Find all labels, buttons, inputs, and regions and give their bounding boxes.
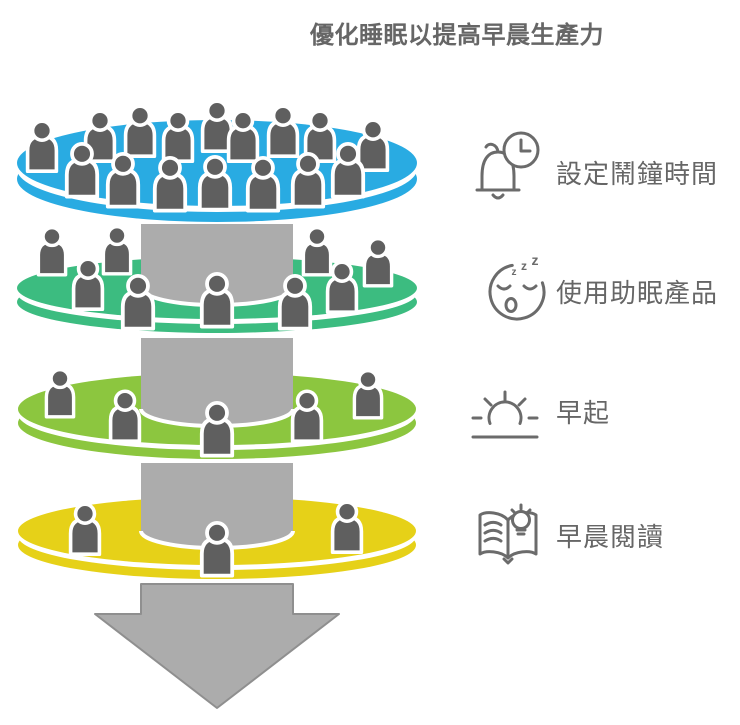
page-title: 優化睡眠以提高早晨生產力 (310, 22, 604, 49)
person-icon (123, 104, 157, 158)
person-icon (161, 109, 195, 163)
person-icon (290, 151, 326, 209)
sunrise-icon (471, 390, 539, 439)
zzz-text: z (532, 256, 539, 268)
person-icon (197, 154, 233, 212)
person-icon (330, 500, 364, 555)
person-icon (25, 119, 59, 173)
zzz-text: z (512, 267, 517, 278)
person-icon (101, 224, 133, 276)
step-label-set-alarm: 設定鬧鐘時間 (556, 159, 719, 189)
person-icon (277, 273, 313, 331)
down-arrow (94, 583, 340, 709)
person-icon (120, 273, 156, 331)
person-icon (290, 389, 324, 444)
person-icon (199, 271, 235, 329)
person-icon (352, 368, 384, 420)
step-label-wake-early: 早起 (556, 398, 611, 428)
person-icon (199, 520, 235, 578)
funnel-diagram (17, 99, 417, 709)
person-icon (356, 118, 390, 172)
person-icon (36, 225, 68, 277)
step-label-morning-reading: 早晨閱讀 (556, 522, 665, 552)
person-icon (105, 151, 141, 209)
sleeping-face-icon: z z z (488, 256, 546, 321)
person-icon (68, 502, 102, 557)
person-icon (64, 141, 100, 199)
person-icon (301, 225, 333, 277)
zzz-text: z (521, 259, 527, 273)
person-icon (362, 236, 394, 288)
person-icon (266, 104, 300, 158)
book-lightbulb-icon (478, 503, 538, 565)
person-icon (152, 155, 188, 213)
person-icon (330, 141, 366, 199)
step-label-sleep-aid: 使用助眠產品 (556, 278, 719, 308)
person-icon (199, 400, 235, 458)
person-icon (245, 155, 281, 213)
person-icon (108, 389, 142, 444)
person-icon (226, 109, 260, 163)
person-icon (44, 367, 76, 419)
alarm-bell-clock-icon (475, 131, 540, 200)
person-icon (325, 260, 359, 315)
person-icon (71, 257, 105, 312)
